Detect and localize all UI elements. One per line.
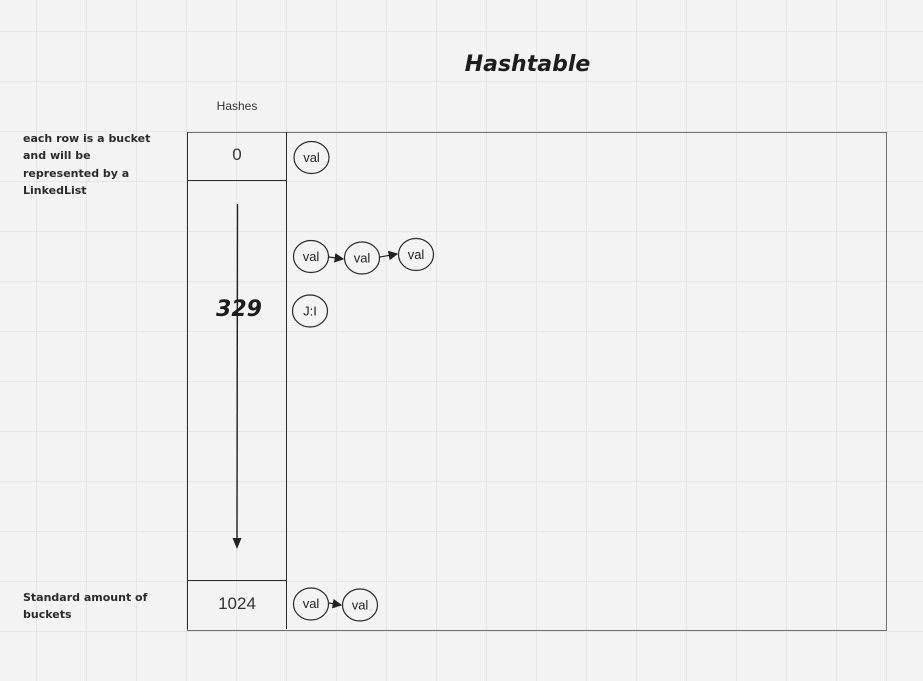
linked-list-node: val [343, 241, 381, 275]
svg-text:val: val [408, 247, 425, 262]
hash-index-first: 0 [232, 145, 242, 164]
linked-list-node: val [397, 237, 435, 272]
hash-index-last: 1024 [218, 594, 256, 613]
link-arrow [328, 253, 345, 263]
svg-text:val: val [303, 249, 320, 264]
range-arrow [236, 203, 239, 541]
svg-text:J:I: J:I [303, 304, 317, 319]
svg-text:val: val [354, 251, 371, 266]
linked-list-node: val [292, 587, 330, 621]
diagram-title: Hashtable [464, 52, 591, 77]
linked-list-node: val [292, 239, 330, 274]
hashes-column-header: Hashes [216, 99, 258, 113]
bucket-note: each row is a bucket and will be represe… [23, 132, 151, 197]
link-arrow [328, 598, 343, 609]
row-separator [187, 580, 286, 581]
row-separator [187, 180, 286, 181]
hash-column [187, 132, 287, 629]
linked-list-node: val [293, 140, 330, 175]
svg-text:val: val [303, 150, 320, 165]
linked-list-node: val [341, 588, 379, 622]
bucket-range-label: 329 [216, 297, 262, 322]
svg-text:val: val [352, 598, 369, 613]
range-arrow-head [232, 538, 242, 549]
standard-buckets-note: Standard amount of buckets [23, 591, 148, 622]
linked-list-node: J:I [291, 294, 329, 328]
svg-text:val: val [303, 596, 320, 611]
link-arrow [379, 250, 399, 261]
